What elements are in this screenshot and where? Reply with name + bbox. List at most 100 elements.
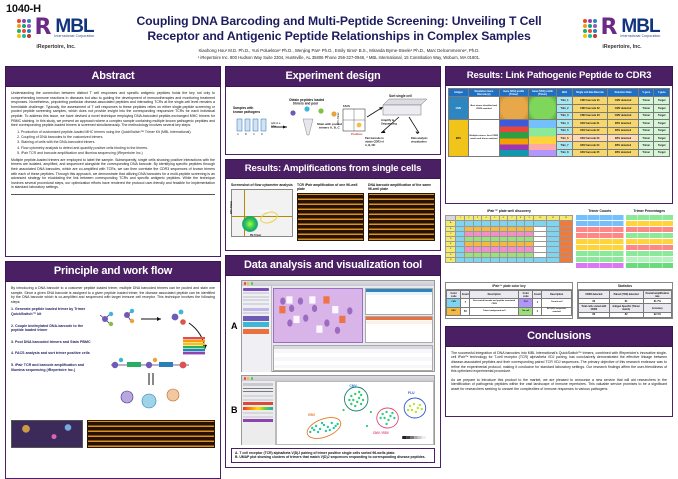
svg-text:C: C [253,132,255,136]
svg-text:A, B, NC: A, B, NC [365,143,376,147]
datatool-caption-box: A. T cell receptor (TCR) alpha/beta V(D)… [231,448,435,463]
umap-plot[interactable]: EBV CMV [275,381,434,445]
key-desc: Best match barcode and peptide associate… [469,298,520,308]
plate-heatmap[interactable] [273,287,364,343]
logo-left: R MBL International Corporation iReperto… [4,14,108,50]
svg-text:trimers A, B, C: trimers A, B, C [319,126,341,130]
workflow-step: 1. Generate peptide loaded trimer by Tri… [11,307,86,316]
panel-b-letter: B [231,405,238,415]
statistics-table[interactable]: CDR3 detected Paired (TCR) detected Over… [578,290,673,318]
discovery-title: iPair™ plate well discovery [487,209,531,213]
umap-controls[interactable] [241,381,276,445]
app-titlebar[interactable] [241,281,434,286]
trimer-counts-heatmap[interactable] [576,215,624,272]
cell-vgene: Trimer [638,126,655,135]
maximize-icon[interactable] [250,282,254,285]
workflow-diagram: 1. Generate peptide loaded trimer by Tri… [11,307,215,419]
minimize-icon[interactable] [247,282,250,285]
minimize-icon[interactable] [247,377,250,380]
svg-text:Sequencing: Sequencing [381,121,397,125]
cell-barcode: EBV barcode 04 [571,141,609,150]
barcode-gel-figure: DNA barcode amplification of the same 96… [368,183,435,242]
ipair-app-window[interactable] [240,280,435,372]
cell-detection: CMV detected [607,103,640,113]
abstract-heading: Abstract [5,66,221,87]
panel-b-row: B [231,375,435,445]
poster-columns: Abstract Understanding the connection be… [0,66,678,479]
cell-jgene: Target [653,111,670,121]
app-sidebar[interactable] [241,286,272,372]
abstract-step: iPair TCR and barcode amplification and … [21,151,215,156]
principle-heading: Principle and work flow [5,261,221,282]
irepertoire-logo-icon-right [583,18,598,38]
flow-analysis-caption: Screenshot of flow cytometer analysis [231,183,293,187]
cell-vgene: Trimer [638,148,655,158]
cell-well: Trim_5 [556,126,573,135]
color-key-table[interactable]: Color code Count Description Color code … [445,290,572,316]
umap-titlebar[interactable] [241,376,434,381]
cell-well: Trim_6 [556,133,573,143]
key-count: 7 [460,298,471,308]
abstract-paragraph-1: Understanding the connection between dis… [11,91,215,128]
svg-text:trimers and pool: trimers and pool [293,102,318,106]
percent-title: Trimer Percentages [633,209,665,213]
key-swatch-ebv: EBV [445,306,462,316]
cell-barcode: EBV barcode 03 [571,133,609,143]
cell-detection: EBV detected [607,126,640,135]
result-table-top[interactable] [364,287,433,315]
logo-right: R MBL International Corporation iReperto… [570,14,674,50]
cell-vgene: Trimer [638,111,655,121]
conclusions-heading: Conclusions [445,325,673,347]
cell-vgene: Trimer [638,119,655,128]
link-peptide-heading: Results: Link Pathogenic Peptide to CDR3 [445,66,673,86]
abstract-step: Production of customized peptide-loaded … [21,130,215,135]
stat-value: 82 [608,311,644,318]
link-peptide-table[interactable]: Antigen Simulation Gene Barcode (a) Gene… [448,87,670,158]
trimer-percent-heatmap[interactable] [625,215,674,272]
cell-profile-1-cmv [498,96,529,121]
close-icon[interactable] [243,377,246,380]
key-stats-row: iPair™ plate color key Color code Count … [445,282,673,319]
stat-head-cdr3: CDR3 detected [578,290,610,300]
counts-title: Trimer Counts [588,209,612,213]
irepertoire-logo-label-right: iRepertoire, Inc. [602,44,642,50]
irepertoire-logo-label: iRepertoire, Inc. [36,44,76,50]
sequence-table[interactable] [273,344,433,371]
col-jgene: J gene [653,87,670,98]
link-peptide-body: Antigen Simulation Gene Barcode (a) Gene… [445,86,673,204]
workflow-bottom-figures [11,420,215,449]
cell-barcode: EBV barcode 02 [571,126,609,135]
workflow-step: 4. FACS analysis and sort trimer positiv… [11,351,90,356]
abstract-step: Coupling of DNA barcodes to the customiz… [21,135,215,140]
cell-barcode: CMV barcode 02 [571,103,609,113]
mbl-logo-text: MBL [55,16,94,37]
svg-text:D: D [261,132,263,136]
svg-text:Sort single cell: Sort single cell [389,94,412,98]
maximize-icon[interactable] [250,377,254,380]
umap-app-window[interactable]: EBV CMV [240,375,435,445]
amplifications-heading: Results: Amplifications from single cell… [225,159,441,179]
cell-vgene: Trimer [638,133,655,143]
svg-text:add to a: add to a [271,121,281,125]
close-icon[interactable] [243,282,246,285]
result-table-bottom[interactable] [364,316,433,343]
conclusions-paragraph-1: The successful integration of DNA barcod… [451,350,667,374]
svg-text:Positives: Positives [351,132,363,136]
stat-head-specific: Antigen Specific (Trimer match) [608,303,644,313]
cell-detection: EBV detected [607,119,640,128]
key-desc-2: All V(D)J sequences matched [541,306,572,316]
svg-text:A: A [237,132,239,136]
tcr-gel-figure: TCR iPair amplification of one 96-well p… [297,183,364,242]
stat-value: 92.1% [642,311,673,318]
stat-head-accuracy: Accuracy [642,303,673,313]
flow-analysis-figure: Screenshot of flow cytometer analysis AP… [230,183,293,241]
amplifications-body: Screenshot of flow cytometer analysis AP… [225,179,441,251]
workflow-step: 2. Couple biotinylated DNA-barcode to th… [11,323,84,333]
stat-value: 89 [578,311,610,318]
abstract-body: Understanding the connection between dis… [5,87,221,257]
irepertoire-r-glyph-right: R [600,15,618,40]
cell-detection: CMV detected [607,111,640,121]
key-col-count-2: Count [532,290,543,300]
